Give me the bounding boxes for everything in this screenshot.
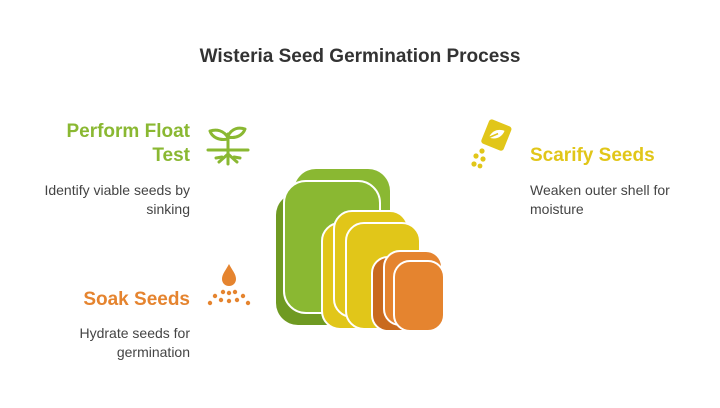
orange-block xyxy=(371,250,445,332)
float-test-desc-line1: Identify viable seeds by xyxy=(44,182,190,198)
scarify-heading: Scarify Seeds xyxy=(530,145,655,166)
scarify-desc-line2: moisture xyxy=(530,201,584,217)
diagram-title: Wisteria Seed Germination Process xyxy=(199,46,521,67)
seed-packet-icon xyxy=(471,119,512,169)
nested-blocks-diagram xyxy=(276,169,445,332)
soak-heading: Soak Seeds xyxy=(83,289,190,310)
sprout-icon xyxy=(206,126,250,166)
float-test-heading-line2: Test xyxy=(152,145,190,166)
soak-desc-line1: Hydrate seeds for xyxy=(79,325,191,341)
scarify-description: Weaken outer shell for moisture xyxy=(530,181,670,219)
float-test-heading-line1: Perform Float xyxy=(66,121,190,142)
float-test-desc-line2: sinking xyxy=(146,201,190,217)
water-drop-icon xyxy=(207,264,251,306)
scarify-desc-line1: Weaken outer shell for xyxy=(530,182,670,198)
float-test-heading: Perform Float Test xyxy=(66,120,190,168)
float-test-description: Identify viable seeds by sinking xyxy=(44,181,190,219)
soak-description: Hydrate seeds for germination xyxy=(80,324,191,362)
soak-desc-line2: germination xyxy=(116,344,190,360)
